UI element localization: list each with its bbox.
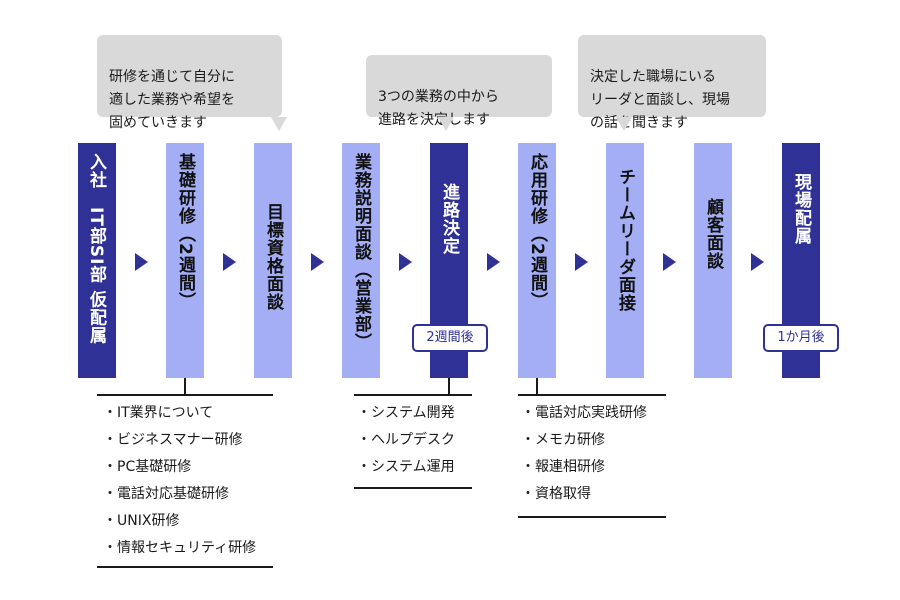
note-bubble-career-decision: 3つの業務の中から 進路を決定します (366, 55, 552, 131)
arrow-right-icon (751, 253, 764, 271)
arrow-right-icon (135, 253, 148, 271)
step-label: 入社 IT部SI部 仮配属 (86, 153, 106, 345)
basic-training-topic-list: ・IT業界について ・ビジネスマナー研修 ・PC基礎研修 ・電話対応基礎研修 ・… (103, 400, 256, 562)
bubble-tail (438, 117, 454, 131)
bracket-bottom-line (97, 566, 273, 568)
bracket-bottom-line (354, 487, 472, 489)
bracket-bottom-line (518, 516, 666, 518)
bubble-tail (271, 117, 287, 131)
step-target-qualification-interview: 目標資格面談 (254, 143, 292, 378)
bubble-tail (616, 117, 632, 131)
list-item: ・ヘルプデスク (357, 432, 455, 448)
business-option-list: ・システム開発 ・ヘルプデスク ・システム運用 (357, 400, 455, 481)
applied-training-topic-list: ・電話対応実践研修 ・メモカ研修 ・報連相研修 ・資格取得 (521, 400, 647, 508)
arrow-right-icon (575, 253, 588, 271)
list-item: ・システム開発 (357, 405, 455, 421)
list-item: ・電話対応実践研修 (521, 405, 647, 421)
connector-line (536, 378, 538, 394)
step-label: 業務説明面談（営業部） (351, 153, 371, 351)
arrow-right-icon (311, 253, 324, 271)
list-item: ・IT業界について (103, 405, 214, 421)
step-joining: 入社 IT部SI部 仮配属 (78, 143, 116, 378)
list-item: ・PC基礎研修 (103, 459, 192, 475)
step-label: 現場配属 (791, 173, 811, 245)
list-item: ・報連相研修 (521, 459, 605, 475)
list-item: ・システム運用 (357, 459, 455, 475)
list-item: ・ビジネスマナー研修 (103, 432, 243, 448)
step-label: 顧客面談 (703, 198, 723, 270)
step-label: 進路決定 (439, 183, 459, 255)
duration-badge-2-weeks: 2週間後 (412, 324, 488, 352)
duration-badge-1-month: 1か月後 (763, 324, 839, 352)
arrow-right-icon (487, 253, 500, 271)
list-item: ・情報セキュリティ研修 (103, 540, 257, 556)
step-label: チームリーダ面接 (615, 168, 635, 312)
note-bubble-basic-training: 研修を通じて自分に 適した業務や希望を 固めていきます (97, 35, 287, 131)
note-bubble-text: 研修を通じて自分に 適した業務や希望を 固めていきます (109, 69, 235, 131)
step-applied-training: 応用研修（2週間） (518, 143, 556, 378)
note-bubble-leader-interview: 決定した職場にいる リーダと面談し、現場 の話を聞きます (578, 35, 766, 131)
list-item: ・電話対応基礎研修 (103, 486, 229, 502)
arrow-right-icon (663, 253, 676, 271)
note-bubble-text: 決定した職場にいる リーダと面談し、現場 の話を聞きます (590, 69, 730, 131)
step-basic-training: 基礎研修（2週間） (166, 143, 204, 378)
bracket-top-line (354, 394, 472, 396)
step-label: 基礎研修（2週間） (175, 153, 195, 310)
note-bubble-text: 3つの業務の中から 進路を決定します (378, 89, 499, 128)
connector-line (448, 378, 450, 394)
list-item: ・資格取得 (521, 486, 591, 502)
arrow-right-icon (223, 253, 236, 271)
step-team-leader-interview: チームリーダ面接 (606, 143, 644, 378)
step-business-briefing: 業務説明面談（営業部） (342, 143, 380, 378)
list-item: ・メモカ研修 (521, 432, 605, 448)
arrow-right-icon (399, 253, 412, 271)
step-label: 応用研修（2週間） (527, 153, 547, 310)
bracket-top-line (518, 394, 666, 396)
step-client-interview: 顧客面談 (694, 143, 732, 378)
bracket-top-line (97, 394, 273, 396)
step-label: 目標資格面談 (263, 203, 283, 311)
list-item: ・UNIX研修 (103, 513, 180, 529)
connector-line (184, 378, 186, 394)
